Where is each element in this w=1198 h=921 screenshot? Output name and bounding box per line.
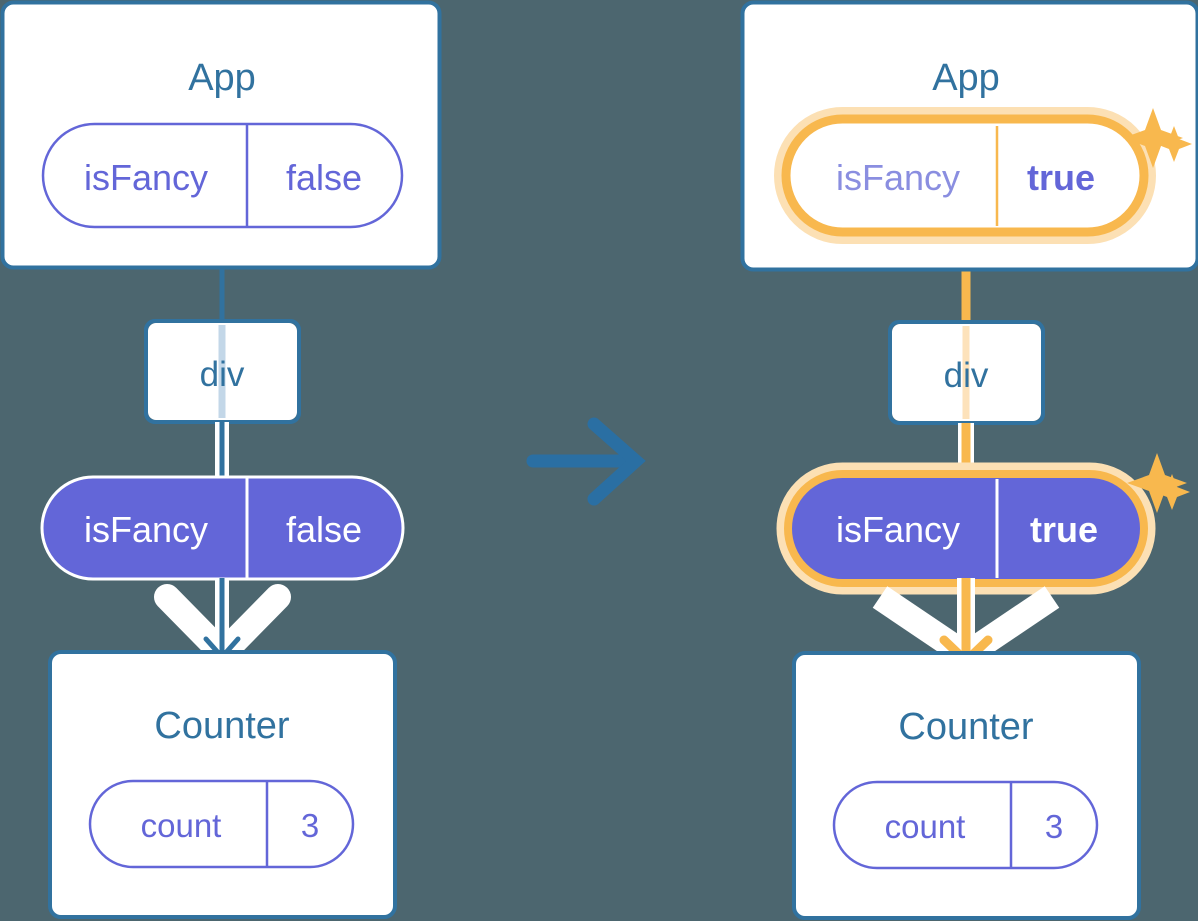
app-state-pill-key-after: isFancy — [836, 157, 960, 198]
prop-pill-key-after: isFancy — [836, 509, 960, 550]
app-state-pill — [41, 122, 404, 229]
app-state-pill-value: false — [286, 157, 362, 198]
counter-box-title: Counter — [154, 705, 290, 747]
sparkle-small-icon-app — [1156, 126, 1192, 162]
counter-state-pill-after — [832, 780, 1099, 870]
prop-pill-value: false — [286, 509, 362, 550]
sparkle-large-icon-prop — [1127, 453, 1187, 513]
prop-pill-key: isFancy — [84, 509, 208, 550]
app-state-pill-key: isFancy — [84, 157, 208, 198]
transition-arrow-right-icon — [526, 417, 646, 506]
app-state-pill-ring-after — [781, 114, 1149, 237]
div-box-label-after: div — [944, 356, 989, 395]
div-box-label: div — [200, 355, 245, 394]
counter-state-pill-key: count — [141, 807, 222, 844]
sparkle-small-icon-prop — [1154, 474, 1190, 510]
app-state-pill-glow-after — [774, 107, 1156, 244]
counter-state-pill-value: 3 — [301, 807, 319, 844]
counter-state-pill-key-after: count — [885, 808, 966, 845]
sparkle-large-icon-app — [1123, 108, 1183, 168]
app-box-title-after: App — [932, 57, 1000, 99]
prop-pill-value-after: true — [1030, 509, 1098, 550]
counter-box-title-after: Counter — [898, 706, 1034, 748]
app-box-title: App — [188, 57, 256, 99]
counter-state-pill-value-after: 3 — [1045, 808, 1063, 845]
app-state-pill-value-after: true — [1027, 157, 1095, 198]
counter-state-pill — [88, 779, 355, 869]
